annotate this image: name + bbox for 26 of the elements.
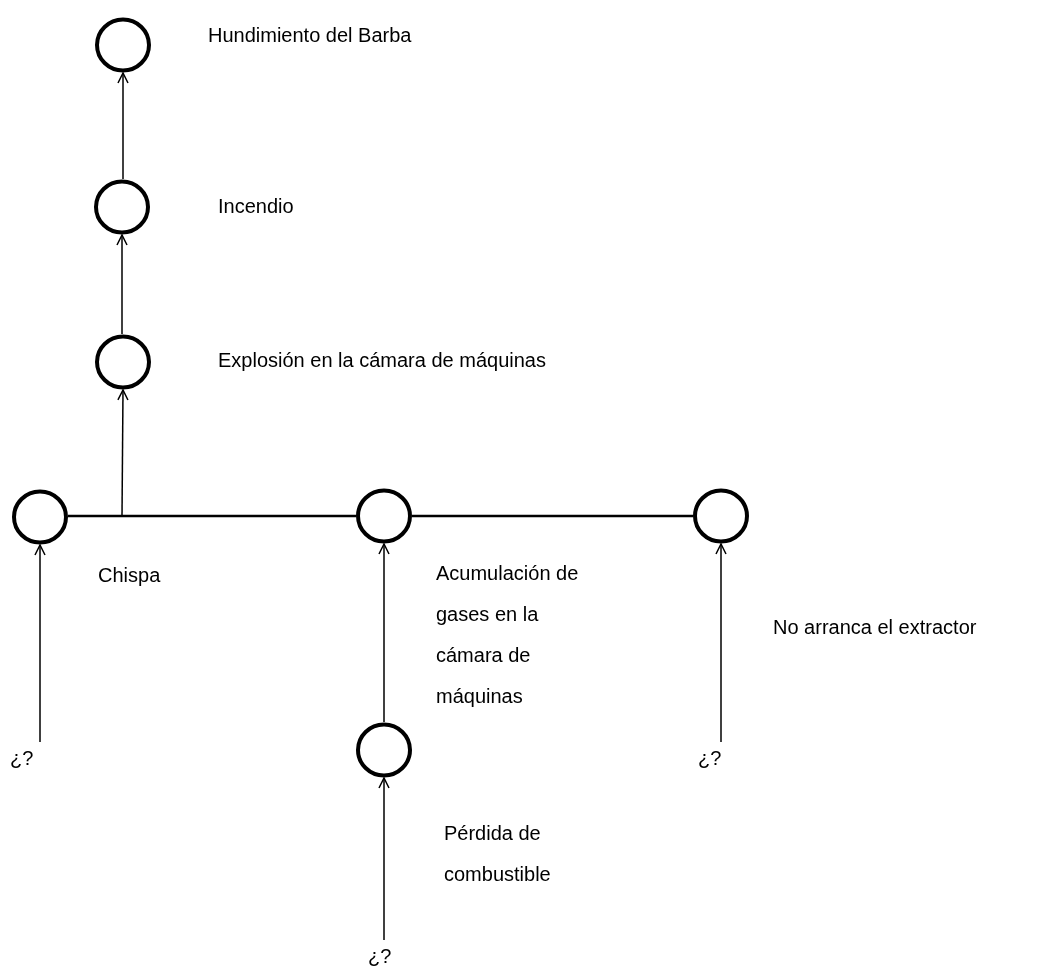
question-text: ¿? bbox=[368, 944, 392, 968]
connector-line bbox=[68, 514, 356, 518]
arrow bbox=[715, 543, 727, 743]
event-caption: Explosión en la cámara de máquinas bbox=[218, 348, 547, 373]
event-caption: Chispa bbox=[98, 563, 162, 588]
event-circle bbox=[356, 722, 412, 778]
event-caption: Hundimiento del Barba bbox=[208, 23, 413, 48]
arrow bbox=[34, 544, 46, 743]
event-caption: Acumulación de gases en la cámara de máquinas bbox=[436, 561, 580, 709]
question-text: ¿? bbox=[698, 746, 722, 770]
event-circle bbox=[95, 17, 151, 73]
question-text: ¿? bbox=[10, 746, 34, 770]
event-circle bbox=[12, 489, 68, 545]
event-caption: Pérdida de combustible bbox=[444, 821, 552, 887]
connector-line bbox=[412, 514, 693, 518]
event-caption: Incendio bbox=[218, 194, 295, 219]
event-circle bbox=[94, 179, 150, 235]
arrow bbox=[117, 389, 129, 518]
arrow bbox=[117, 72, 129, 180]
event-circle bbox=[356, 488, 412, 544]
event-circle bbox=[693, 488, 749, 544]
arrow bbox=[378, 777, 390, 941]
arrow bbox=[116, 234, 128, 335]
arrow bbox=[378, 543, 390, 723]
note-text: No arranca el extractor bbox=[773, 615, 978, 640]
event-circle bbox=[95, 334, 151, 390]
